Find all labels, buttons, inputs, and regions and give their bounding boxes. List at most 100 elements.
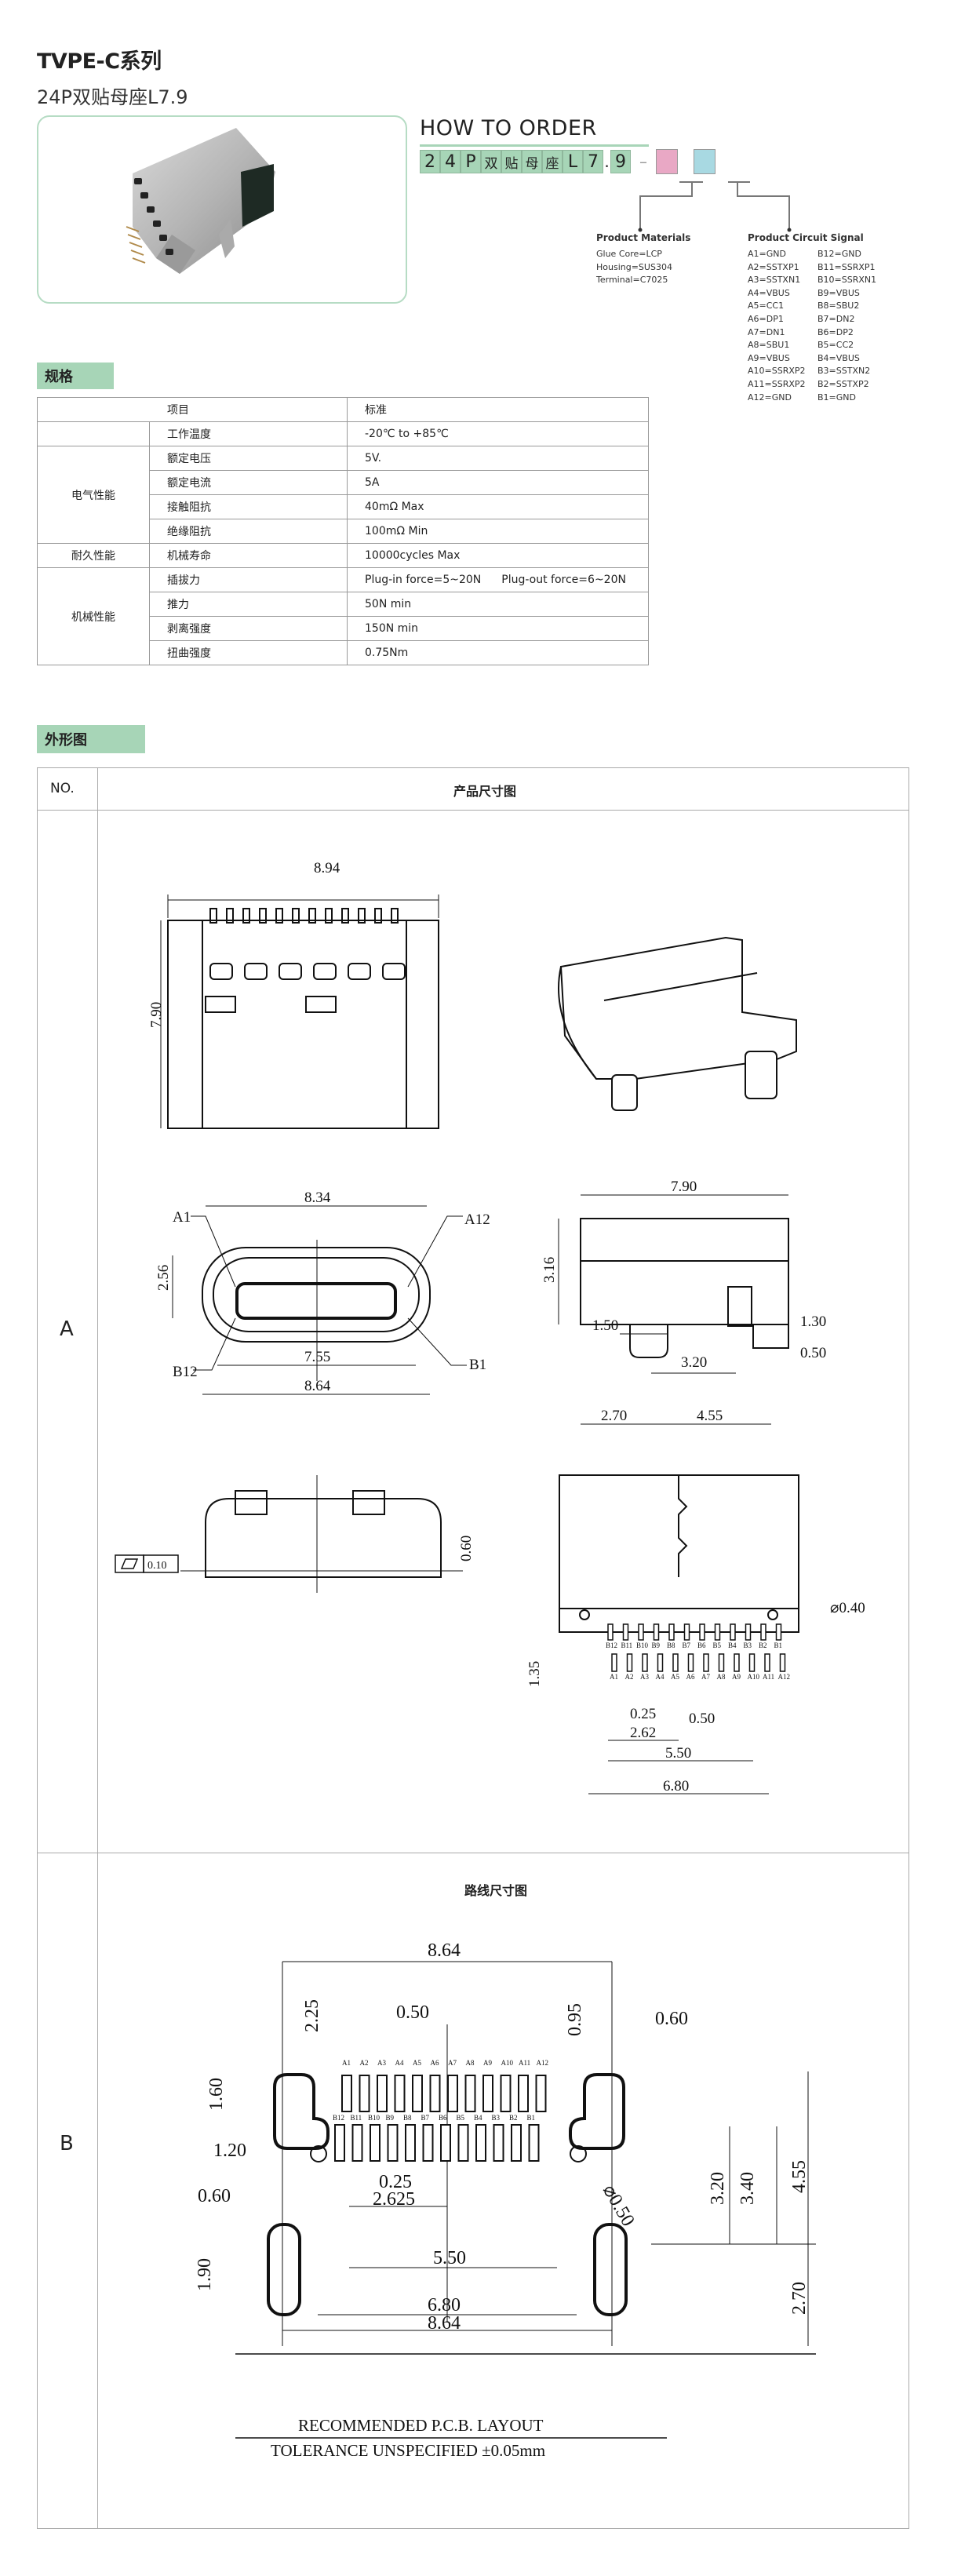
heading-underline (420, 144, 649, 147)
page-subtitle: 24P双贴母座L7.9 (37, 86, 188, 108)
order-code: 2 4 P 双 贴 母 座 L 7 . 9 – (420, 149, 716, 174)
pin-b (714, 1623, 721, 1641)
pcb-dimension-labels: 8.64 2.25 0.50 0.95 0.60 1.60 1.20 0.25 … (195, 1940, 810, 2460)
dim-label: 2.625 (373, 2189, 415, 2210)
dimension-labels: 8.94 7.90 8.34 2.56 7.55 8.64 A1 A12 B12… (147, 860, 865, 1794)
page-title: TVPE-C系列 (37, 49, 162, 74)
signal-item: A2=SSTXP1 (748, 261, 799, 272)
pin-label: A4 (656, 1673, 665, 1681)
pad-b (351, 2124, 363, 2162)
signal-title: Product Circuit Signal (748, 232, 864, 243)
pad-a (535, 2075, 547, 2112)
pad-a (500, 2075, 512, 2112)
signal-item: B10=SSRXN1 (817, 275, 877, 286)
dim-label: 1.30 (800, 1314, 826, 1330)
pin-a (703, 1653, 709, 1672)
plug-in-force: Plug-in force=5~20N (365, 574, 482, 586)
pad-label: B6 (439, 2114, 447, 2122)
group-label: 机械性能 (37, 567, 150, 665)
signal-item: A7=DN1 (748, 326, 785, 337)
dim-label: 0.25 (630, 1706, 656, 1722)
pin-b (699, 1623, 705, 1641)
terminal-slot (391, 908, 399, 924)
side-view-drawing (558, 1194, 789, 1425)
order-leader-lines (638, 181, 792, 232)
pin-a (611, 1653, 617, 1672)
signal-item: B7=DN2 (817, 313, 855, 324)
pad-a (412, 2075, 423, 2112)
pin-label: B2 (759, 1641, 767, 1649)
pin-label: B7 (683, 1641, 691, 1649)
pad-a (377, 2075, 388, 2112)
dim-label: 0.50 (396, 2002, 429, 2023)
pin-label: A5 (671, 1673, 679, 1681)
row-item: 剥离强度 (149, 616, 348, 641)
signal-item: B8=SBU2 (817, 301, 860, 312)
signal-item: A8=SBU1 (748, 340, 790, 351)
pin-label: B9 (652, 1641, 661, 1649)
tolerance-note: TOLERANCE UNSPECIFIED ±0.05mm (271, 2441, 545, 2460)
dim-label: 5.50 (665, 1745, 691, 1762)
contact-window (244, 963, 268, 980)
dim-label: 2.62 (630, 1725, 656, 1741)
pad-label: B2 (509, 2114, 518, 2122)
pad-label: A11 (519, 2059, 530, 2067)
pad-a (359, 2075, 370, 2112)
dim-label: 6.80 (663, 1778, 689, 1794)
pin-a (687, 1653, 694, 1672)
code-cell: 贴 (501, 150, 522, 173)
dim-label: 0.50 (800, 1345, 826, 1361)
pad-label: A3 (377, 2059, 386, 2067)
code-cell: L (563, 150, 583, 173)
rear-view-drawing (115, 1475, 463, 1593)
front-view-drawing (172, 1205, 467, 1395)
pad-label: B11 (351, 2114, 362, 2122)
row-item: 扭曲强度 (149, 640, 348, 665)
code-dash: – (639, 152, 647, 171)
terminal-slot (325, 908, 333, 924)
col-no: NO. (50, 781, 75, 796)
pad-a (341, 2075, 352, 2112)
pin-label: B6 (697, 1641, 706, 1649)
dim-label: 0.50 (689, 1711, 715, 1727)
pin-label: A6 (686, 1673, 695, 1681)
dim-label: 2.70 (601, 1408, 627, 1424)
pin-b (760, 1623, 766, 1641)
signal-item: A11=SSRXP2 (748, 378, 806, 389)
dim-label: 8.94 (314, 860, 340, 876)
pad-b (493, 2124, 504, 2162)
dim-label: 1.90 (195, 2258, 215, 2291)
pin-b (683, 1623, 690, 1641)
pad-label: A10 (501, 2059, 514, 2067)
pad-a (394, 2075, 406, 2112)
terminal-slot (259, 908, 267, 924)
signal-item: A5=CC1 (748, 301, 785, 312)
pin-label: A8 (717, 1673, 726, 1681)
terminal-slot (242, 908, 250, 924)
pin-label: A2 (625, 1673, 634, 1681)
pad-label: B8 (403, 2114, 412, 2122)
pin-label: B4 (728, 1641, 737, 1649)
pin-b (668, 1623, 675, 1641)
terminal-slot (292, 908, 300, 924)
pad-label: B12 (333, 2114, 344, 2122)
signal-item: B5=CC2 (817, 340, 854, 351)
row-item: 工作温度 (149, 421, 348, 446)
pin-callout: A12 (464, 1211, 490, 1228)
pin-label: A1 (610, 1673, 618, 1681)
pad-a (429, 2075, 441, 2112)
pad-b (457, 2124, 469, 2162)
dim-label: 2.25 (302, 1999, 322, 2032)
pin-a (718, 1653, 725, 1672)
signal-item: A10=SSRXP2 (748, 366, 806, 377)
dim-label: 8.64 (428, 2313, 461, 2334)
pin-b (775, 1623, 782, 1641)
pin-b (622, 1623, 629, 1641)
row-value: 100mΩ Min (347, 519, 649, 544)
pad-b (528, 2124, 540, 2162)
pad-a (447, 2075, 458, 2112)
outline-tab: 外形图 (37, 725, 145, 753)
